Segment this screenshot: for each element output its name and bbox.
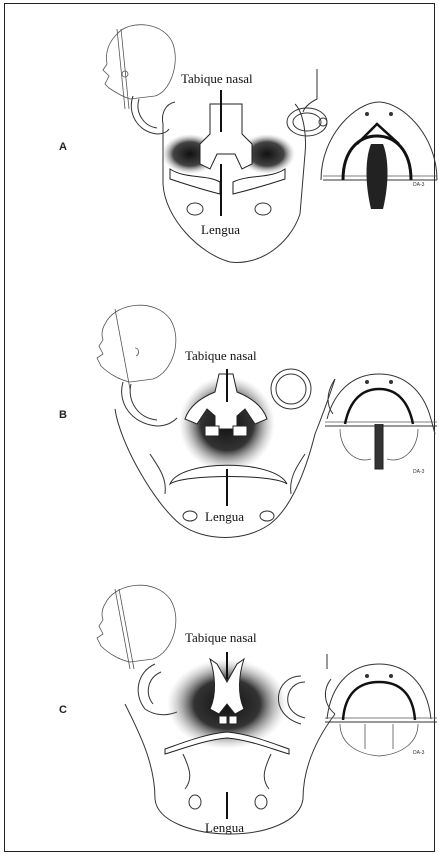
tongue-label-c: Lengua bbox=[205, 820, 244, 836]
artist-signature-c: DA-3 bbox=[413, 750, 424, 756]
panel-b: B Tabique nasal Lengua DA-3 bbox=[5, 284, 434, 564]
embryo-head-a bbox=[103, 25, 175, 109]
panel-a: A Tabique nasal Lengua DA-3 bbox=[5, 4, 434, 284]
nasal-septum-label-a: Tabique nasal bbox=[181, 71, 253, 87]
nasal-septum-label-b: Tabique nasal bbox=[185, 348, 257, 364]
embryo-head-c bbox=[97, 585, 176, 669]
embryo-head-b bbox=[97, 305, 176, 389]
palate-inset-c bbox=[325, 654, 437, 756]
panel-letter-c: C bbox=[59, 704, 67, 716]
tongue-label-b: Lengua bbox=[205, 509, 244, 525]
artist-signature-b: DA-3 bbox=[413, 469, 424, 475]
panel-letter-a: A bbox=[59, 141, 67, 153]
panel-letter-b: B bbox=[59, 409, 67, 421]
palate-inset-a bbox=[321, 102, 437, 209]
figure-frame: A Tabique nasal Lengua DA-3 bbox=[4, 3, 435, 852]
right-ear-outer-b bbox=[271, 369, 311, 409]
artist-signature-a: DA-3 bbox=[413, 182, 424, 188]
tongue-label-a: Lengua bbox=[201, 222, 240, 238]
palate-inset-b bbox=[325, 374, 437, 469]
tongue-arch-b bbox=[170, 465, 287, 484]
panel-a-drawing bbox=[5, 4, 436, 284]
panel-c: C Tabique nasal Lengua DA-3 bbox=[5, 564, 434, 853]
nasal-septum-shape-a bbox=[200, 104, 252, 169]
nasal-septum-label-c: Tabique nasal bbox=[185, 630, 257, 646]
panel-c-drawing bbox=[5, 564, 436, 853]
